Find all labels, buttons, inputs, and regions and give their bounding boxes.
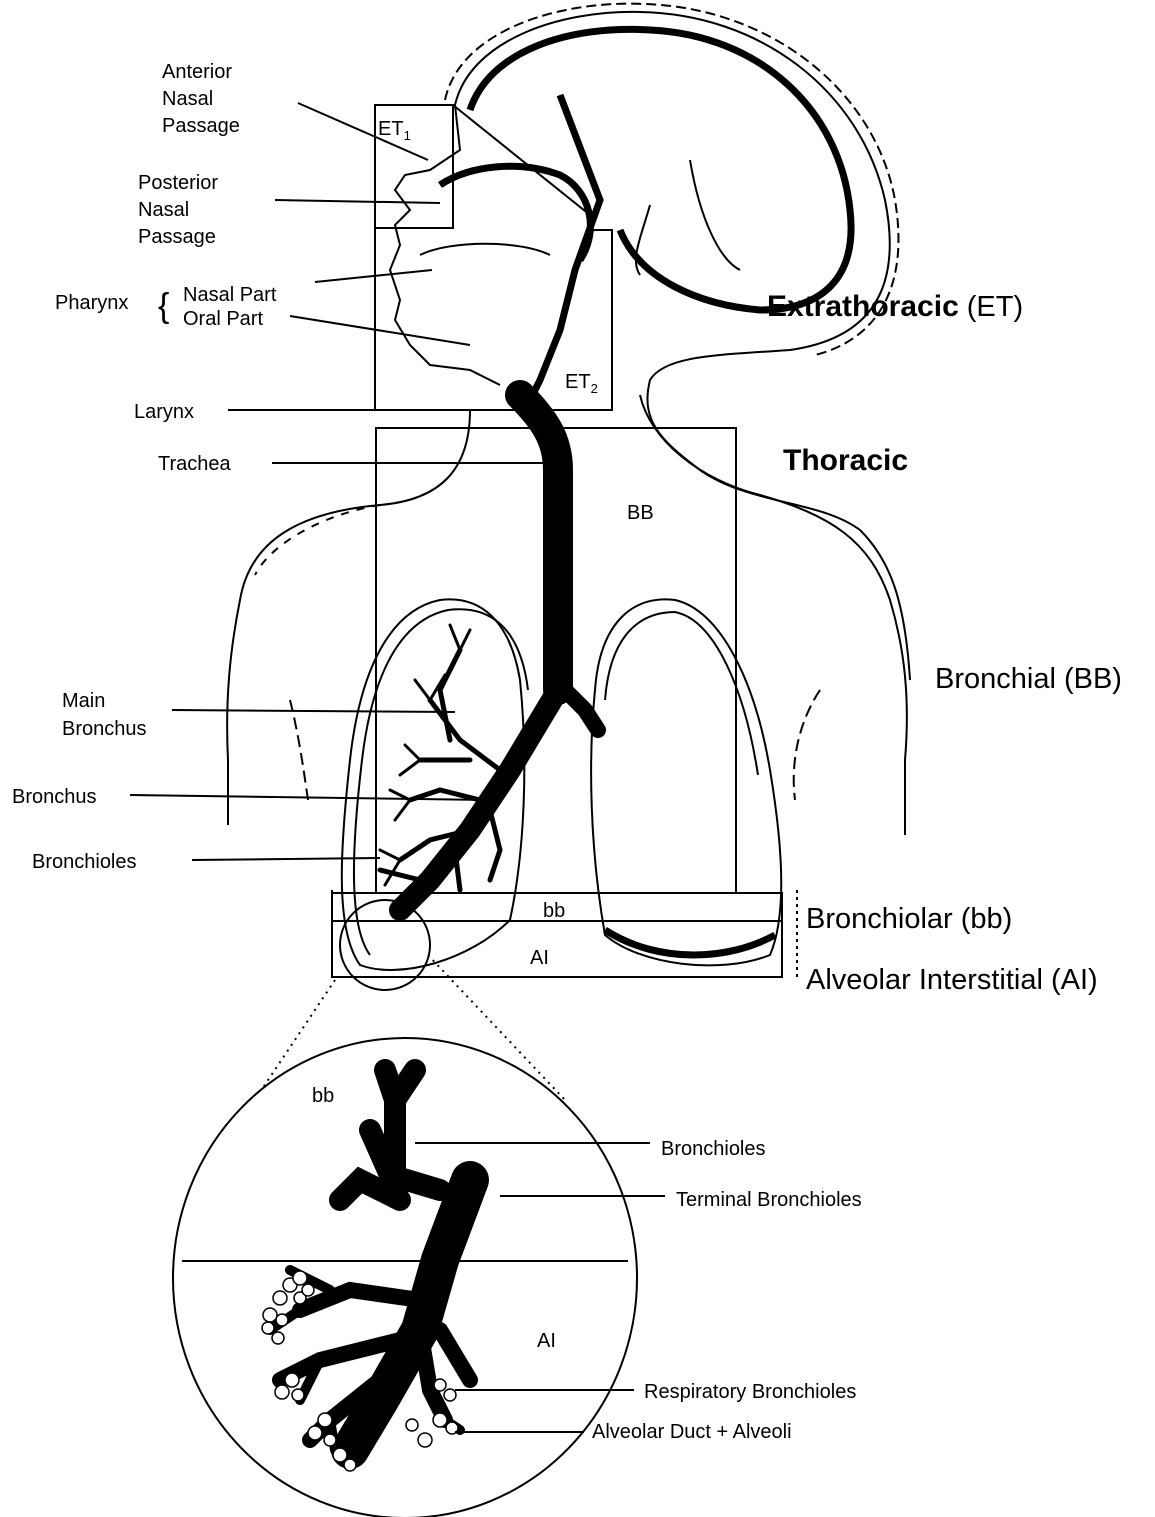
label-posterior-nasal-3: Passage [138,226,216,248]
region-bb-upper: BB [627,502,654,524]
inset-label-terminal-bronchioles: Terminal Bronchioles [676,1189,862,1211]
ai-box [332,921,782,977]
label-anterior-nasal-3: Passage [162,115,240,137]
label-bronchioles: Bronchioles [32,851,137,873]
label-pharynx: Pharynx [55,292,128,314]
airway-tree [380,395,598,910]
label-anterior-nasal-2: Nasal [162,88,213,110]
inset-magnification [173,1038,637,1517]
label-main-bronchus-2: Bronchus [62,718,147,740]
label-trachea: Trachea [158,453,232,475]
region-ai: AI [530,947,549,969]
zone-alveolar-interstitial: Alveolar Interstitial (AI) [806,964,1098,996]
inset-region-ai: AI [537,1330,556,1352]
region-et1: ET1 [378,118,411,143]
label-anterior-nasal-1: Anterior [162,61,232,83]
label-posterior-nasal-1: Posterior [138,172,218,194]
zone-bronchiolar: Bronchiolar (bb) [806,903,1012,935]
label-main-bronchus-1: Main [62,690,105,712]
label-nasal-part: Nasal Part [183,284,277,306]
region-et2: ET2 [565,371,598,396]
label-larynx: Larynx [134,401,194,423]
zone-thoracic: Thoracic [783,444,908,477]
inset-label-respiratory-bronchioles: Respiratory Bronchioles [644,1381,856,1403]
label-posterior-nasal-2: Nasal [138,199,189,221]
label-oral-part: Oral Part [183,308,263,330]
head-outline [390,4,910,680]
pharynx-brace: { [158,287,169,325]
region-bb-lower: bb [543,900,565,922]
label-bronchus: Bronchus [12,786,97,808]
inset-label-bronchioles: Bronchioles [661,1138,766,1160]
zone-bronchial: Bronchial (BB) [935,663,1122,695]
inset-label-alveolar-duct: Alveolar Duct + Alveoli [592,1421,792,1443]
zone-extrathoracic: Extrathoracic(ET) [767,290,1023,323]
inset-region-bb: bb [312,1085,334,1107]
